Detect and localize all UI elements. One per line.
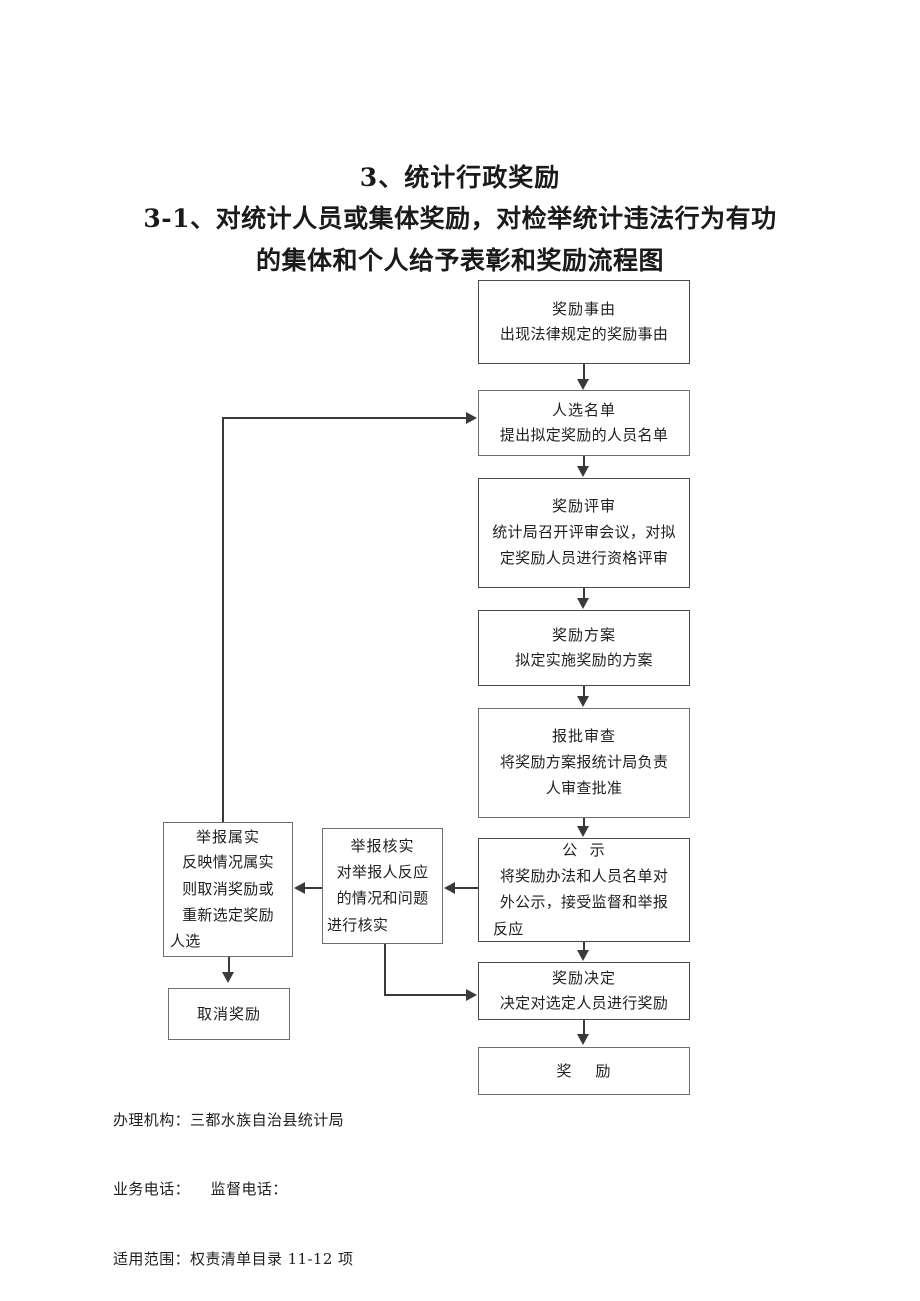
node-approval-review-title: 报批审查 [551,727,616,746]
node-reward-decision-desc: 决定对选定人员进行奖励 [499,994,669,1013]
node-award-title: 奖 励 [556,1061,612,1080]
node-reward-reason-desc: 出现法律规定的奖励事由 [499,325,669,344]
node-publicity-desc-2: 外公示，接受监督和举报 [499,893,669,912]
node-reward-decision-title: 奖励决定 [551,968,616,987]
node-report-true-desc-4: 人选 [170,932,201,951]
connector-verify-down [384,944,386,996]
node-reward-reason: 奖励事由 出现法律规定的奖励事由 [478,280,690,364]
arrow-decision-to-award [577,1034,589,1045]
arrow-verify-to-decision [466,989,477,1001]
node-candidate-list-title: 人选名单 [551,400,616,419]
footer-scope: 适用范围：权责清单目录 11-12 项 [113,1250,354,1268]
node-candidate-list-desc: 提出拟定奖励的人员名单 [499,426,669,445]
node-report-verify: 举报核实 对举报人反应 的情况和问题 进行核实 [322,828,443,944]
connector-publicity-to-decision [583,942,585,951]
node-candidate-list: 人选名单 提出拟定奖励的人员名单 [478,390,690,456]
node-approval-review: 报批审查 将奖励方案报统计局负责 人审查批准 [478,708,690,818]
arrow-review-to-plan [577,598,589,609]
node-reward-reason-title: 奖励事由 [551,299,616,318]
node-reward-plan-title: 奖励方案 [551,625,616,644]
connector-approval-to-publicity [583,818,585,827]
node-report-true: 举报属实 反映情况属实 则取消奖励或 重新选定奖励 人选 [163,822,293,957]
node-publicity: 公 示 将奖励办法和人员名单对 外公示，接受监督和举报 反应 [478,838,690,942]
node-report-true-desc-1: 反映情况属实 [182,853,274,872]
node-reward-review-desc-1: 统计局召开评审会议，对拟 [492,523,676,542]
page-title: 3、统计行政奖励 3-1、对统计人员或集体奖励，对检举统计违法行为有功 的集体和… [40,160,880,279]
node-report-verify-title: 举报核实 [350,837,415,856]
connector-decision-to-award [583,1020,585,1035]
connector-review-to-plan [583,588,585,599]
arrow-feedback-to-candidate [466,412,477,424]
title-sub-line2: 的集体和个人给予表彰和奖励流程图 [255,245,664,275]
connector-publicity-to-verify [455,887,478,889]
node-award: 奖 励 [478,1047,690,1095]
arrow-candidate-to-review [577,466,589,477]
arrow-reporttrue-to-cancel [222,972,234,983]
arrow-verify-to-reporttrue [294,882,305,894]
node-reward-review-desc-2: 定奖励人员进行资格评审 [499,549,669,568]
connector-candidate-to-review [583,456,585,467]
node-reward-review-title: 奖励评审 [551,497,616,516]
connector-reporttrue-to-cancel [228,957,230,973]
node-approval-review-desc-1: 将奖励方案报统计局负责 [499,753,669,772]
node-report-verify-desc-1: 对举报人反应 [336,863,429,881]
arrow-publicity-to-decision [577,950,589,961]
node-cancel-award-title: 取消奖励 [196,1004,261,1023]
arrow-approval-to-publicity [577,826,589,837]
node-reward-plan: 奖励方案 拟定实施奖励的方案 [478,610,690,686]
node-report-verify-desc-2: 的情况和问题 [336,889,429,908]
title-sub-line1: 3-1、对统计人员或集体奖励，对检举统计违法行为有功 [143,204,777,234]
node-reward-decision: 奖励决定 决定对选定人员进行奖励 [478,962,690,1020]
connector-reason-to-candidate [583,364,585,380]
node-report-true-title: 举报属实 [195,827,260,846]
connector-plan-to-approval [583,686,585,697]
node-reward-plan-desc: 拟定实施奖励的方案 [515,651,653,670]
arrow-plan-to-approval [577,696,589,707]
footer-info: 办理机构：三都水族自治县统计局 业务电话： 监督电话： 适用范围：权责清单目录 … [113,1062,353,1301]
node-approval-review-desc-2: 人审查批准 [545,779,623,798]
connector-feedback-vertical [222,417,224,822]
node-publicity-title: 公 示 [562,841,606,860]
node-report-verify-desc-3: 进行核实 [327,915,389,934]
node-report-true-desc-2: 则取消奖励或 [182,879,274,898]
arrow-reason-to-candidate [577,379,589,390]
node-publicity-desc-1: 将奖励办法和人员名单对 [499,867,669,885]
connector-verify-to-reporttrue [305,887,322,889]
node-cancel-award: 取消奖励 [168,988,290,1040]
footer-phones: 业务电话： 监督电话： [113,1180,288,1199]
footer-agency: 办理机构：三都水族自治县统计局 [113,1110,345,1129]
node-report-true-desc-3: 重新选定奖励 [182,905,274,924]
node-reward-review: 奖励评审 统计局召开评审会议，对拟 定奖励人员进行资格评审 [478,478,690,588]
title-main: 3、统计行政奖励 [359,163,561,192]
node-publicity-desc-3: 反应 [493,919,524,938]
connector-feedback-horizontal [222,417,467,419]
connector-verify-to-decision [384,994,467,996]
arrow-publicity-to-verify [444,882,455,894]
